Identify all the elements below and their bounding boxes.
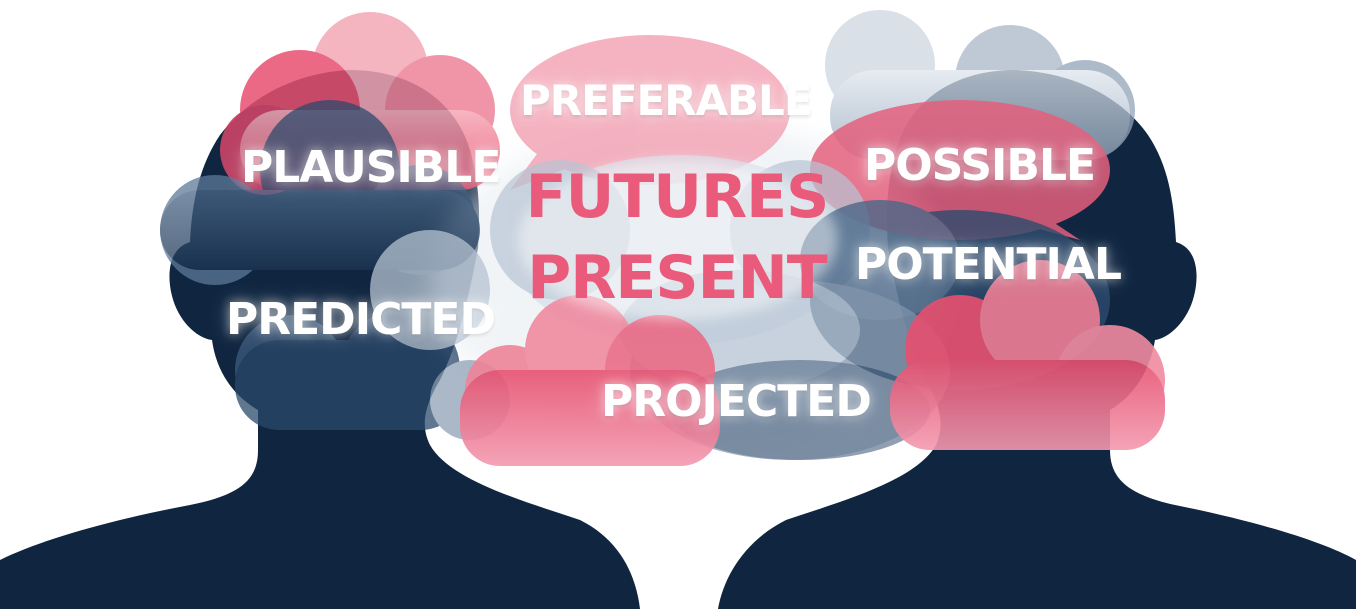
plausible-word: PLAUSIBLE — [241, 142, 501, 193]
potential-word: POTENTIAL — [855, 239, 1122, 290]
projected-word: PROJECTED — [601, 376, 872, 427]
preferable-word: PREFERABLE — [520, 76, 813, 125]
present-word: PRESENT — [527, 243, 828, 313]
thought-cloud-bubbles-icon — [160, 10, 1165, 466]
futures-word: FUTURES — [526, 162, 829, 232]
center-words: FUTURES PRESENT — [526, 162, 830, 313]
possible-word: POSSIBLE — [864, 140, 1096, 191]
predicted-word: PREDICTED — [226, 294, 496, 345]
